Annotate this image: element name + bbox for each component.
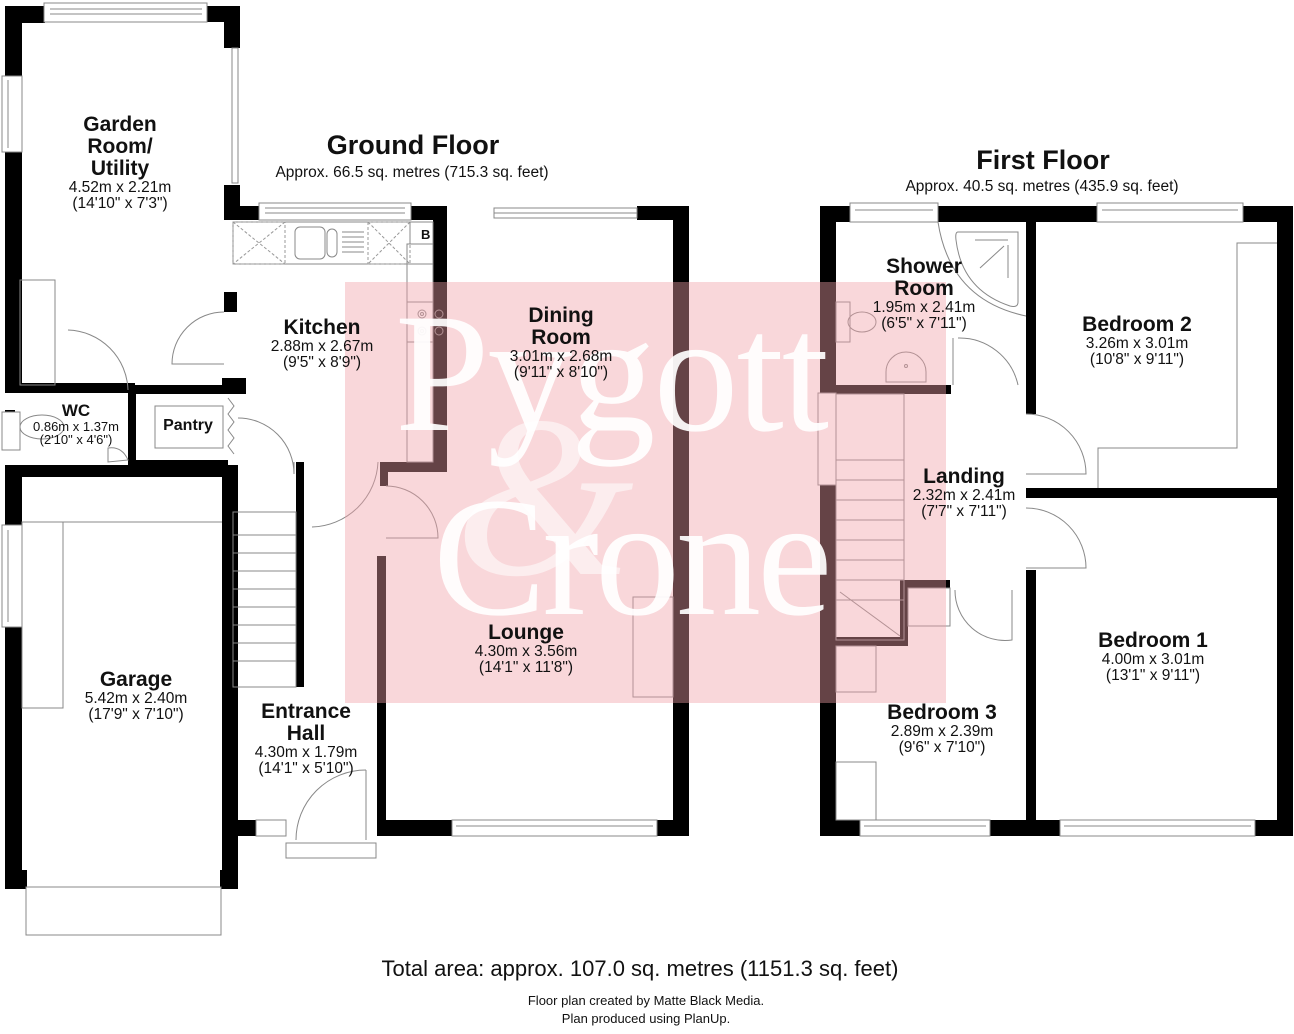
ground-floor-fixtures [19,221,674,841]
room-label-lounge: Lounge 4.30m x 3.56m (14'1" x 11'8") [474,621,578,677]
boiler-label: B [421,227,431,242]
room-label-bedroom-3: Bedroom 3 2.89m x 2.39m (9'6" x 7'10") [887,701,997,757]
ground-floor-area: Approx. 66.5 sq. metres (715.3 sq. feet) [275,164,549,181]
first-floor-fixtures [835,221,1277,821]
room-label-pantry: Pantry [163,417,213,434]
first-floor-windows [817,202,1256,837]
first-floor-walls [820,206,1293,836]
first-floor-title: First Floor [976,145,1110,175]
credit-line-1: Floor plan created by Matte Black Media. [527,993,765,1008]
credit-line-2: Plan produced using PlanUp. [561,1011,731,1026]
room-label-wc: WC 0.86m x 1.37m (2'10" x 4'6") [33,401,119,448]
room-label-kitchen: Kitchen 2.88m x 2.67m (9'5" x 8'9") [270,316,374,372]
room-label-shower-room: Shower Room 1.95m x 2.41m (6'5" x 7'11") [872,255,976,333]
ground-floor-windows [1,2,658,936]
room-label-entrance-hall: Entrance Hall 4.30m x 1.79m (14'1" x 5'1… [254,700,358,778]
room-label-garage: Garage 5.42m x 2.40m (17'9" x 7'10") [84,668,188,724]
room-label-garden-room: Garden Room/ Utility 4.52m x 2.21m (14'1… [68,113,172,213]
total-area: Total area: approx. 107.0 sq. metres (11… [381,956,899,981]
room-label-dining-room: Dining Room 3.01m x 2.68m (9'11" x 8'10"… [509,304,613,382]
first-floor-area: Approx. 40.5 sq. metres (435.9 sq. feet) [905,178,1179,195]
room-label-landing: Landing 2.32m x 2.41m (7'7" x 7'11") [912,465,1016,521]
ground-floor-title: Ground Floor [326,130,500,160]
room-label-bedroom-1: Bedroom 1 4.00m x 3.01m (13'1" x 9'11") [1098,629,1208,685]
room-label-bedroom-2: Bedroom 2 3.26m x 3.01m (10'8" x 9'11") [1082,313,1192,369]
